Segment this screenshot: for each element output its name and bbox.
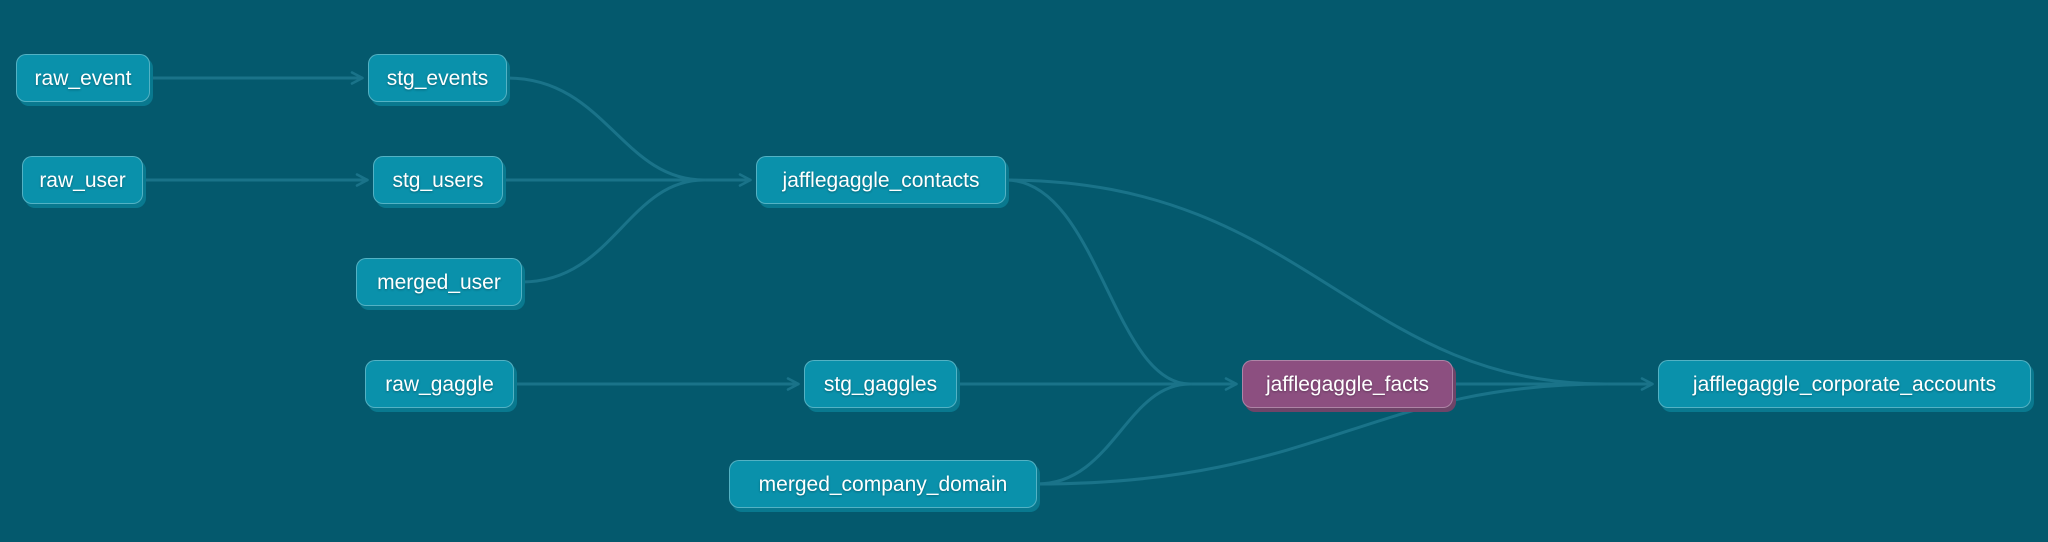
edge-path: [1004, 178, 1608, 386]
graph-node-raw_user[interactable]: raw_user: [22, 156, 143, 204]
graph-node-stg_events[interactable]: stg_events: [368, 54, 507, 102]
graph-node-stg_users[interactable]: stg_users: [373, 156, 503, 204]
graph-node-stg_gaggles[interactable]: stg_gaggles: [804, 360, 957, 408]
graph-node-jafflegaggle_contacts[interactable]: jafflegaggle_contacts: [756, 156, 1006, 204]
edge-group: [141, 71, 1654, 486]
edge-path: [1004, 178, 1192, 386]
graph-node-jafflegaggle_facts[interactable]: jafflegaggle_facts: [1242, 360, 1453, 408]
graph-node-jafflegaggle_corporate_accounts[interactable]: jafflegaggle_corporate_accounts: [1658, 360, 2031, 408]
edge-path: [520, 178, 706, 284]
graph-node-merged_user[interactable]: merged_user: [356, 258, 522, 306]
edge-path: [1035, 382, 1608, 486]
edge-path: [1035, 382, 1192, 486]
graph-node-raw_gaggle[interactable]: raw_gaggle: [365, 360, 514, 408]
graph-node-raw_event[interactable]: raw_event: [16, 54, 150, 102]
edge-path: [505, 76, 706, 182]
graph-node-merged_company_domain[interactable]: merged_company_domain: [729, 460, 1037, 508]
